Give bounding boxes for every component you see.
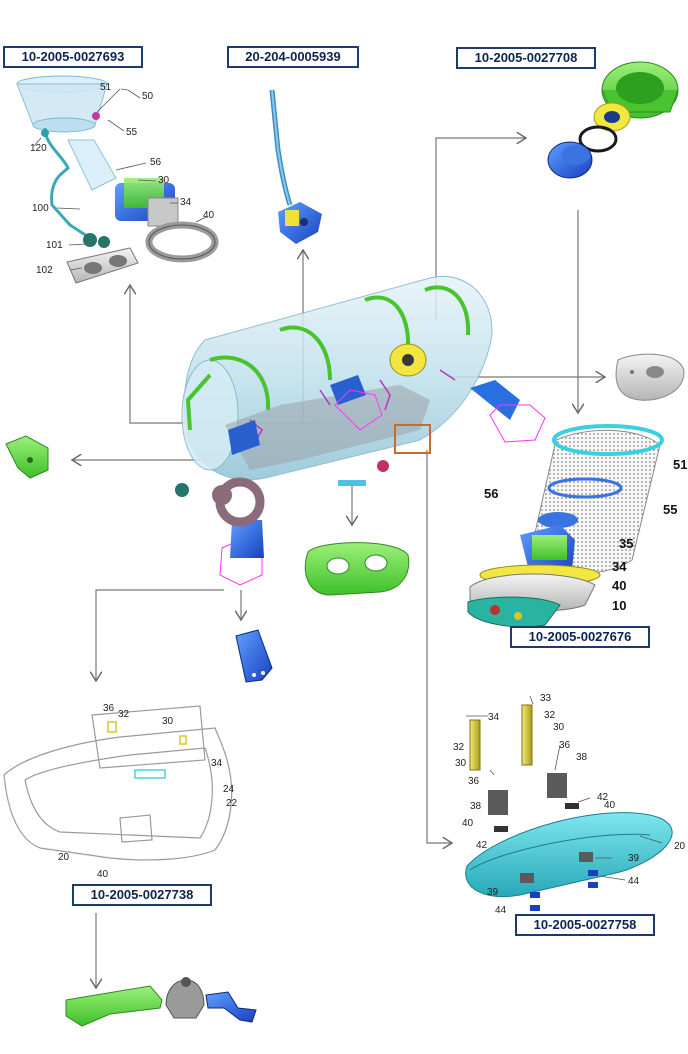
part-number: 44 [628, 876, 640, 887]
part-code-label-pump-module: 10-2005-0027676 [510, 626, 650, 648]
part-number: 34 [612, 559, 627, 574]
part-number: 51 [100, 82, 112, 93]
part-number: 34 [488, 712, 500, 723]
part-number: 40 [612, 578, 627, 593]
part-code-label-cap-parts: 10-2005-0027708 [456, 47, 596, 69]
filter-assembly-drawing [16, 75, 219, 284]
part-number: 55 [663, 502, 678, 517]
bracket-left-drawing [5, 435, 49, 479]
fuel-pipe-drawing [269, 89, 322, 244]
arrow-to-cap-parts [435, 138, 526, 320]
gasket-drawing [304, 542, 410, 596]
oval-plate-drawing [615, 353, 685, 401]
part-number: 50 [142, 91, 154, 102]
housing-drawing [3, 705, 233, 861]
part-number: 24 [223, 784, 235, 795]
part-number: 42 [476, 840, 488, 851]
part-code-label-flange-assembly: 10-2005-0027758 [515, 914, 655, 936]
pump-module-drawing [467, 424, 664, 628]
cap-parts-drawing [547, 61, 679, 179]
part-number: 40 [604, 800, 616, 811]
part-number: 56 [150, 157, 162, 168]
blue-bracket-drawing [235, 629, 273, 683]
part-number: 10 [612, 598, 627, 613]
part-number: 36 [559, 740, 571, 751]
part-number: 30 [162, 716, 174, 727]
part-code-label-fuel-pipe: 20-204-0005939 [227, 46, 359, 68]
part-number: 32 [544, 710, 556, 721]
part-number: 120 [30, 143, 47, 154]
part-number: 35 [619, 536, 634, 551]
part-number: 102 [36, 265, 53, 276]
part-number: 39 [628, 853, 640, 864]
part-number: 30 [553, 722, 565, 733]
part-number: 100 [32, 203, 49, 214]
part-number: 40 [462, 818, 474, 829]
part-number: 36 [103, 703, 115, 714]
arrow-to-flange-assembly [426, 450, 452, 843]
part-number: 20 [58, 852, 70, 863]
part-number: 39 [487, 887, 499, 898]
part-number: 44 [495, 905, 507, 916]
part-number: 38 [576, 752, 588, 763]
part-number: 55 [126, 127, 138, 138]
flange-assembly-drawing [465, 695, 673, 911]
main-tank-drawing [175, 275, 546, 586]
part-number: 40 [203, 210, 215, 221]
part-number: 33 [540, 693, 552, 704]
part-number: 32 [118, 709, 130, 720]
part-code-label-housing: 10-2005-0027738 [72, 884, 212, 906]
part-number: 40 [97, 869, 109, 880]
small-parts-drawing [65, 977, 257, 1027]
part-number: 51 [673, 457, 688, 472]
part-number: 101 [46, 240, 63, 251]
part-number: 20 [674, 841, 686, 852]
part-number: 32 [453, 742, 465, 753]
part-number: 34 [180, 197, 192, 208]
part-code-label-filter-assembly: 10-2005-0027693 [3, 46, 143, 68]
part-number: 56 [484, 486, 499, 501]
part-number: 36 [468, 776, 480, 787]
part-number: 38 [470, 801, 482, 812]
arrow-to-housing [96, 589, 224, 681]
part-number: 42 [597, 792, 609, 803]
part-number: 34 [211, 758, 223, 769]
part-number: 22 [226, 798, 238, 809]
part-number: 30 [455, 758, 467, 769]
part-number: 30 [158, 175, 170, 186]
